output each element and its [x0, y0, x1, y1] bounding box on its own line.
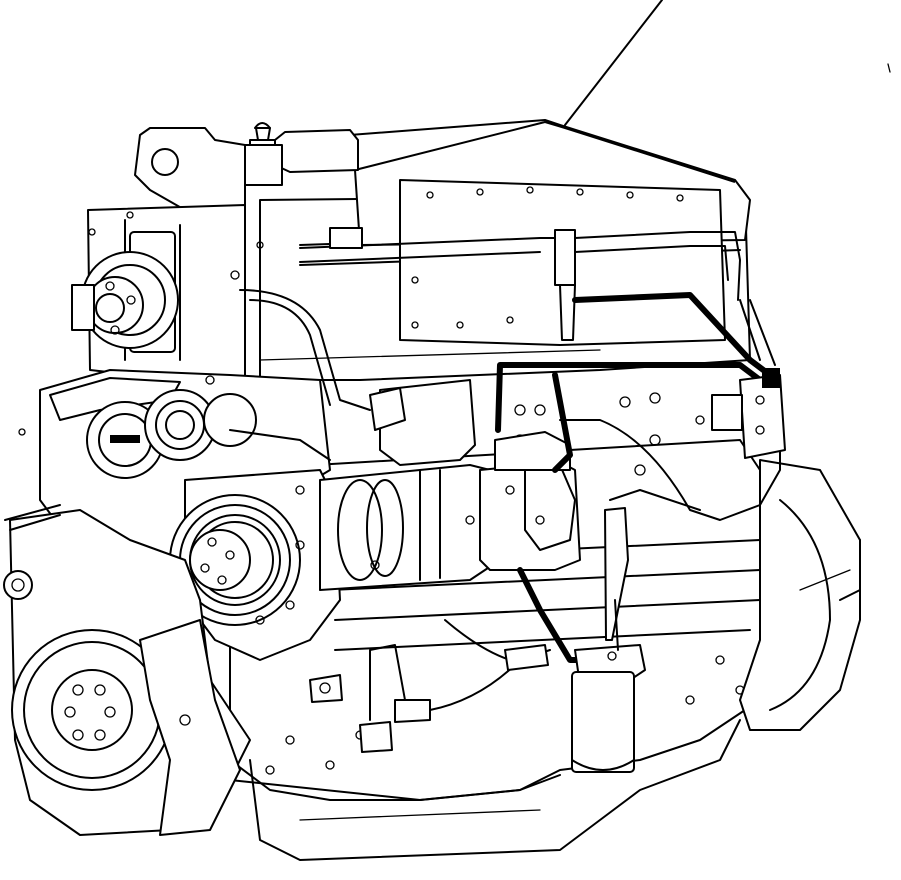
- fuel-filter: [571, 507, 646, 773]
- block-bolts: [265, 392, 745, 775]
- fuel-lines: [495, 292, 781, 663]
- rocker-cover-bolts: [411, 186, 684, 329]
- idler-pulleys: [86, 389, 257, 479]
- shutoff-valve: [711, 368, 786, 459]
- injector-lines: [239, 227, 741, 411]
- front-mount: [139, 619, 241, 836]
- front-pulley-assembly: [169, 469, 341, 661]
- misc-details: [18, 211, 331, 625]
- callout-leader: [564, 0, 891, 126]
- oil-filler-cap: [241, 122, 283, 186]
- flywheel-housing: [739, 459, 861, 731]
- fittings: [309, 619, 551, 753]
- intake-housing: [369, 379, 476, 466]
- compressor: [319, 464, 501, 591]
- fan-hub-pulley: [71, 251, 179, 349]
- fuel-pump: [479, 431, 581, 571]
